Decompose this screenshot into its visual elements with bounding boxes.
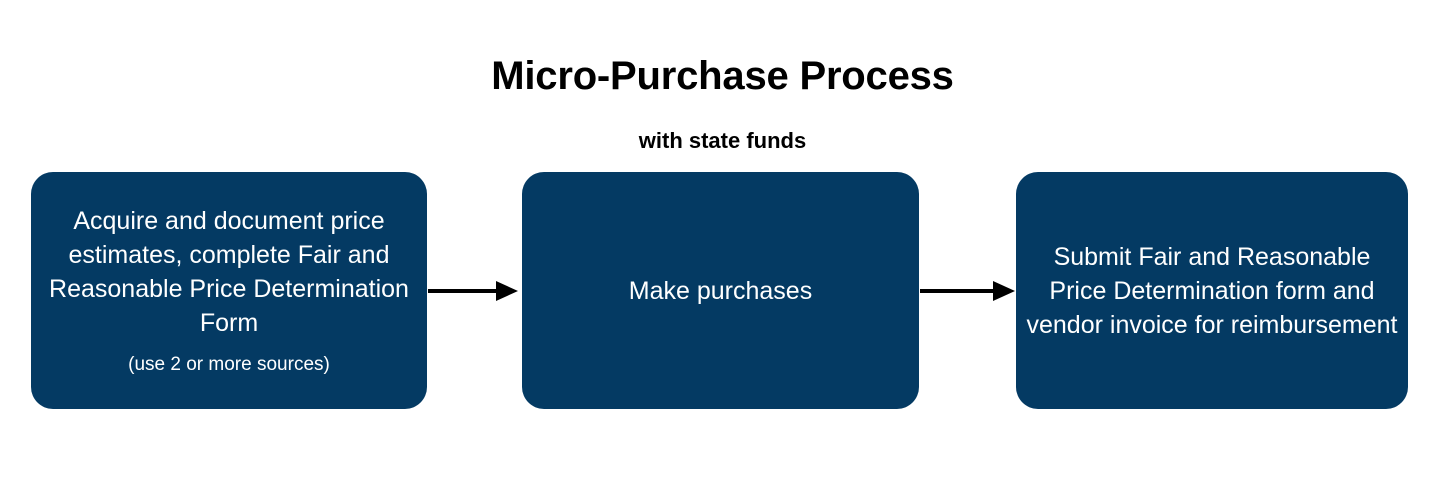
process-step-2-label: Make purchases	[628, 276, 813, 305]
process-step-3[interactable]: Submit Fair and Reasonable Price Determi…	[1016, 172, 1408, 409]
arrow-right-icon-1	[428, 277, 518, 305]
page-title: Micro-Purchase Process	[491, 54, 954, 98]
page-subtitle: with state funds	[638, 128, 807, 153]
process-step-1[interactable]: Acquire and document price estimates, co…	[31, 172, 427, 409]
process-step-2[interactable]: Make purchases	[522, 172, 919, 409]
process-step-1-note: (use 2 or more sources)	[128, 353, 330, 375]
process-step-1-label: Acquire and document price estimates, co…	[49, 206, 409, 337]
process-step-3-label: Submit Fair and Reasonable Price Determi…	[1026, 242, 1398, 339]
arrow-right-icon-2	[920, 277, 1015, 305]
